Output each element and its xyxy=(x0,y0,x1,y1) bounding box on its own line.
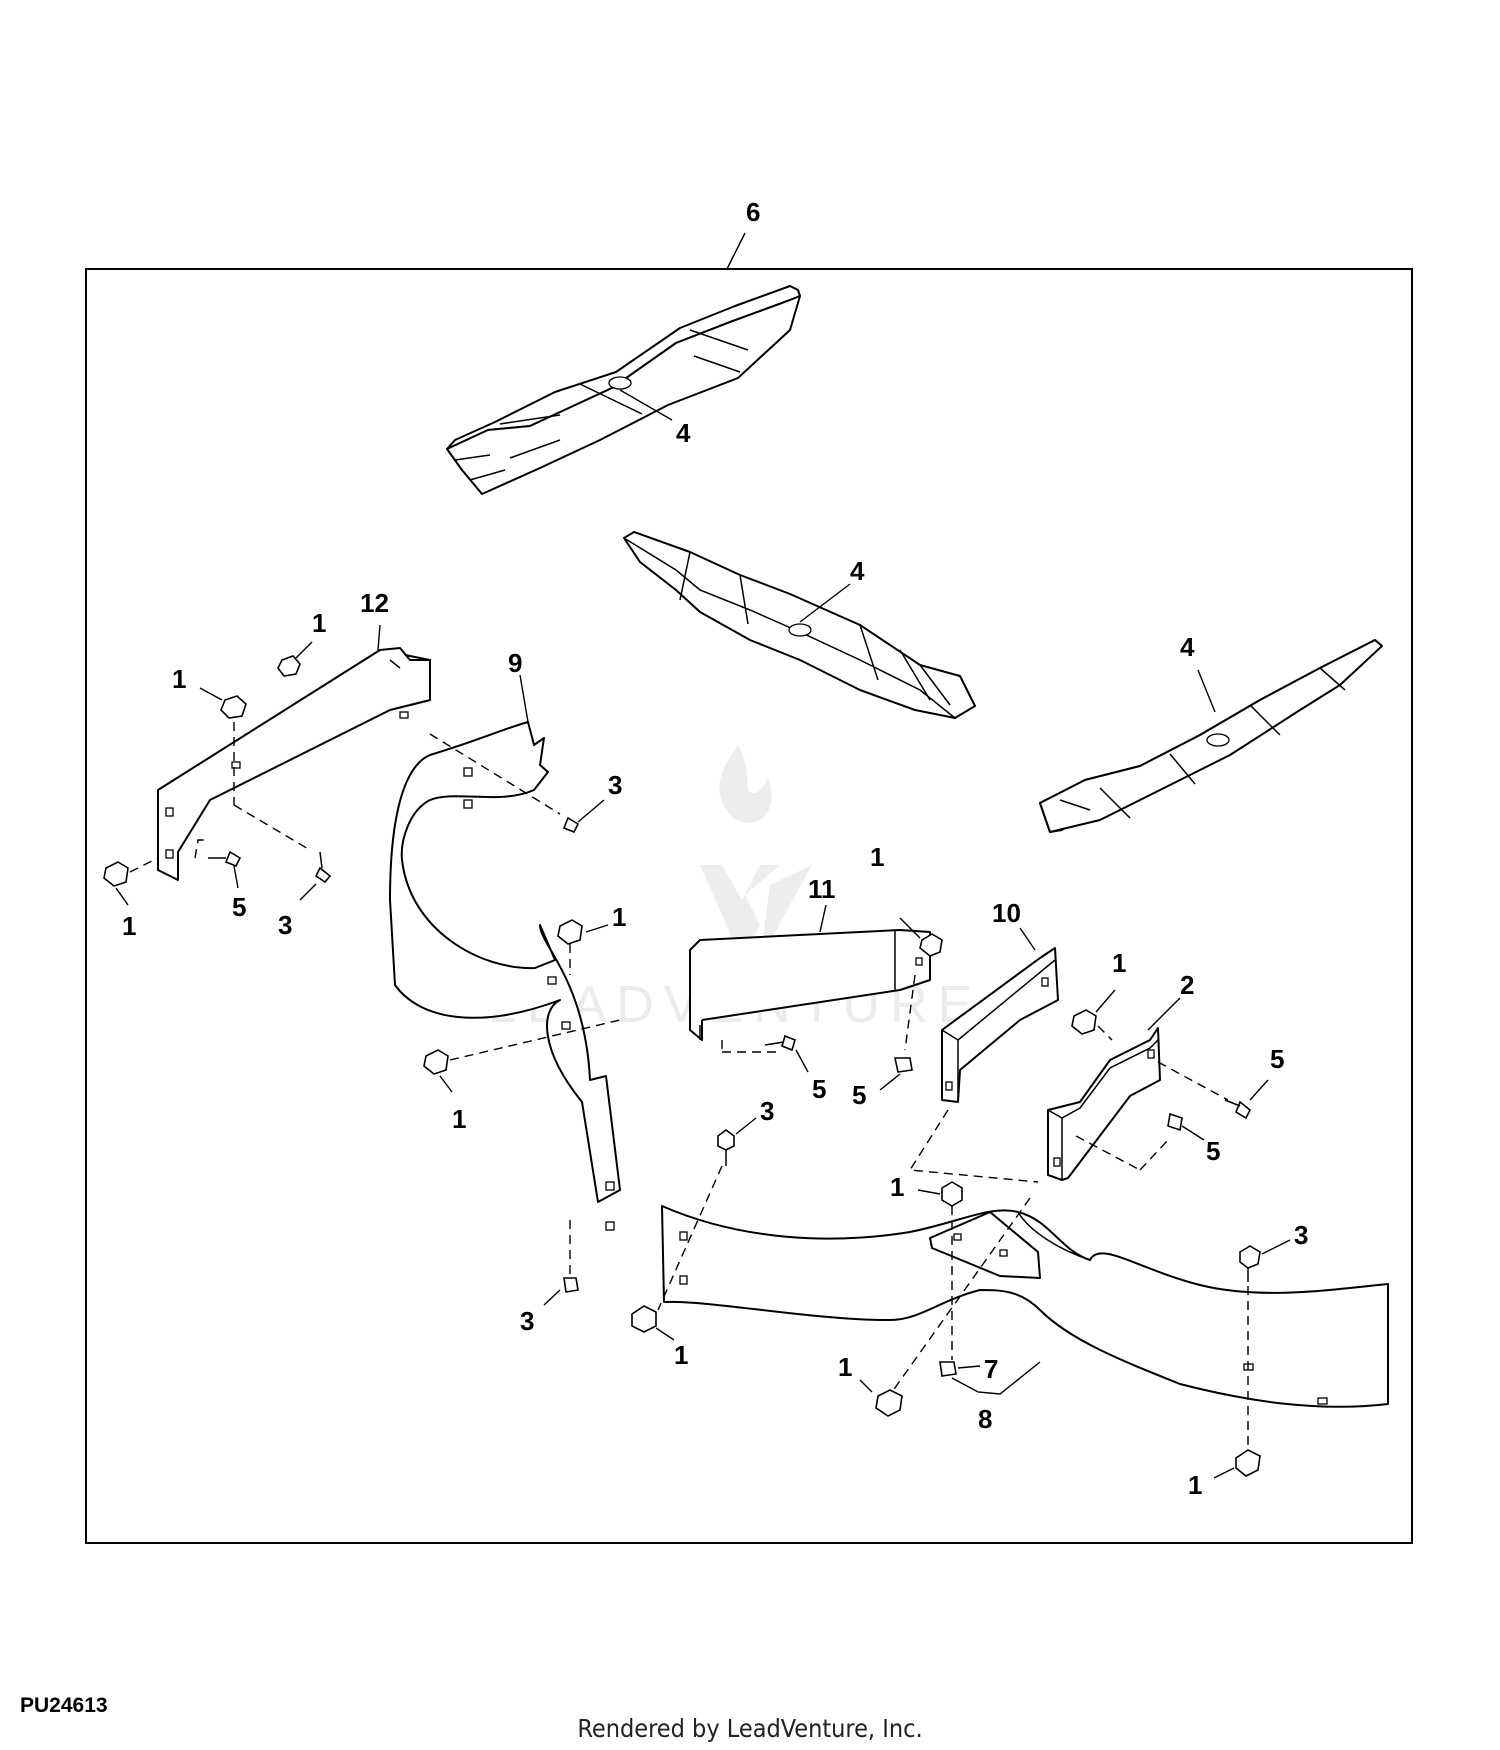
figure-id: PU24613 xyxy=(20,1694,108,1717)
bolt-icon xyxy=(894,1057,913,1073)
callout-3-lower: 3 xyxy=(760,1096,774,1126)
callout-5-left: 5 xyxy=(232,892,246,922)
callout-12: 12 xyxy=(360,588,389,618)
callout-3-bottomleft: 3 xyxy=(520,1306,534,1336)
callout-1-topA: 1 xyxy=(172,664,186,694)
nut-icon xyxy=(1071,1009,1097,1035)
bolt-icon xyxy=(314,866,332,884)
nut-icon xyxy=(220,695,247,719)
nut-icon xyxy=(1239,1245,1261,1269)
bolt-icon xyxy=(1235,1100,1252,1120)
callout-5-2b: 5 xyxy=(1206,1136,1220,1166)
callout-3-leftbot: 3 xyxy=(278,910,292,940)
bolt-icon xyxy=(224,850,242,868)
callout-1-lowermid: 1 xyxy=(890,1172,904,1202)
callout-6: 6 xyxy=(746,197,760,227)
bracket-plate xyxy=(929,1211,1041,1279)
bolt-icon xyxy=(939,1361,957,1377)
mower-blade-right xyxy=(1039,639,1383,833)
callout-1-centerbot: 1 xyxy=(452,1104,466,1134)
callout-9: 9 xyxy=(508,648,522,678)
bolt-icon xyxy=(562,816,580,834)
nut-icon xyxy=(423,1049,449,1075)
nut-icon xyxy=(875,1389,903,1417)
nut-icon xyxy=(919,933,943,957)
callout-7: 7 xyxy=(984,1354,998,1384)
baffle-8 xyxy=(661,1205,1389,1408)
bolt-icon xyxy=(563,1277,579,1293)
nut-icon xyxy=(941,1181,963,1207)
baffle-11 xyxy=(689,929,931,1041)
callout-11: 11 xyxy=(808,874,836,904)
callout-4a: 4 xyxy=(676,418,691,448)
bolt-icon xyxy=(781,1034,796,1052)
callout-1-2: 1 xyxy=(1112,948,1126,978)
callout-4c: 4 xyxy=(1180,632,1195,662)
callout-5-2a: 5 xyxy=(1270,1044,1284,1074)
assembly-frame xyxy=(85,268,1413,1544)
callout-1-right: 1 xyxy=(1188,1470,1202,1500)
nut-icon xyxy=(277,655,301,677)
baffle-2 xyxy=(1047,1027,1161,1181)
mower-blade-middle xyxy=(623,531,976,719)
nut-icon xyxy=(557,919,583,945)
bolt-icon xyxy=(1167,1112,1183,1132)
nut-icon xyxy=(103,861,129,887)
callout-8: 8 xyxy=(978,1404,992,1434)
callout-2: 2 xyxy=(1180,970,1194,1000)
baffle-10 xyxy=(941,947,1059,1103)
callout-1-topB: 1 xyxy=(312,608,326,638)
mower-blade-top xyxy=(446,285,801,495)
callout-1-center: 1 xyxy=(612,902,626,932)
callout-1-11: 1 xyxy=(870,842,884,872)
nut-icon xyxy=(717,1129,735,1151)
callout-5-11b: 5 xyxy=(852,1080,866,1110)
callout-1-leftbot: 1 xyxy=(122,911,136,941)
nut-icon xyxy=(631,1305,657,1333)
bracket-12 xyxy=(157,647,431,881)
callout-4b: 4 xyxy=(850,556,865,586)
baffle-9 xyxy=(389,721,621,1231)
callout-5-11a: 5 xyxy=(812,1074,826,1104)
callout-1-bottomleft: 1 xyxy=(674,1340,688,1370)
render-credit: Rendered by LeadVenture, Inc. xyxy=(577,1714,923,1743)
nut-icon xyxy=(1235,1449,1261,1477)
callout-3-right: 3 xyxy=(1294,1220,1308,1250)
callout-3-left: 3 xyxy=(608,770,622,800)
callout-10: 10 xyxy=(992,898,1021,928)
callout-1-bottommid: 1 xyxy=(838,1352,852,1382)
